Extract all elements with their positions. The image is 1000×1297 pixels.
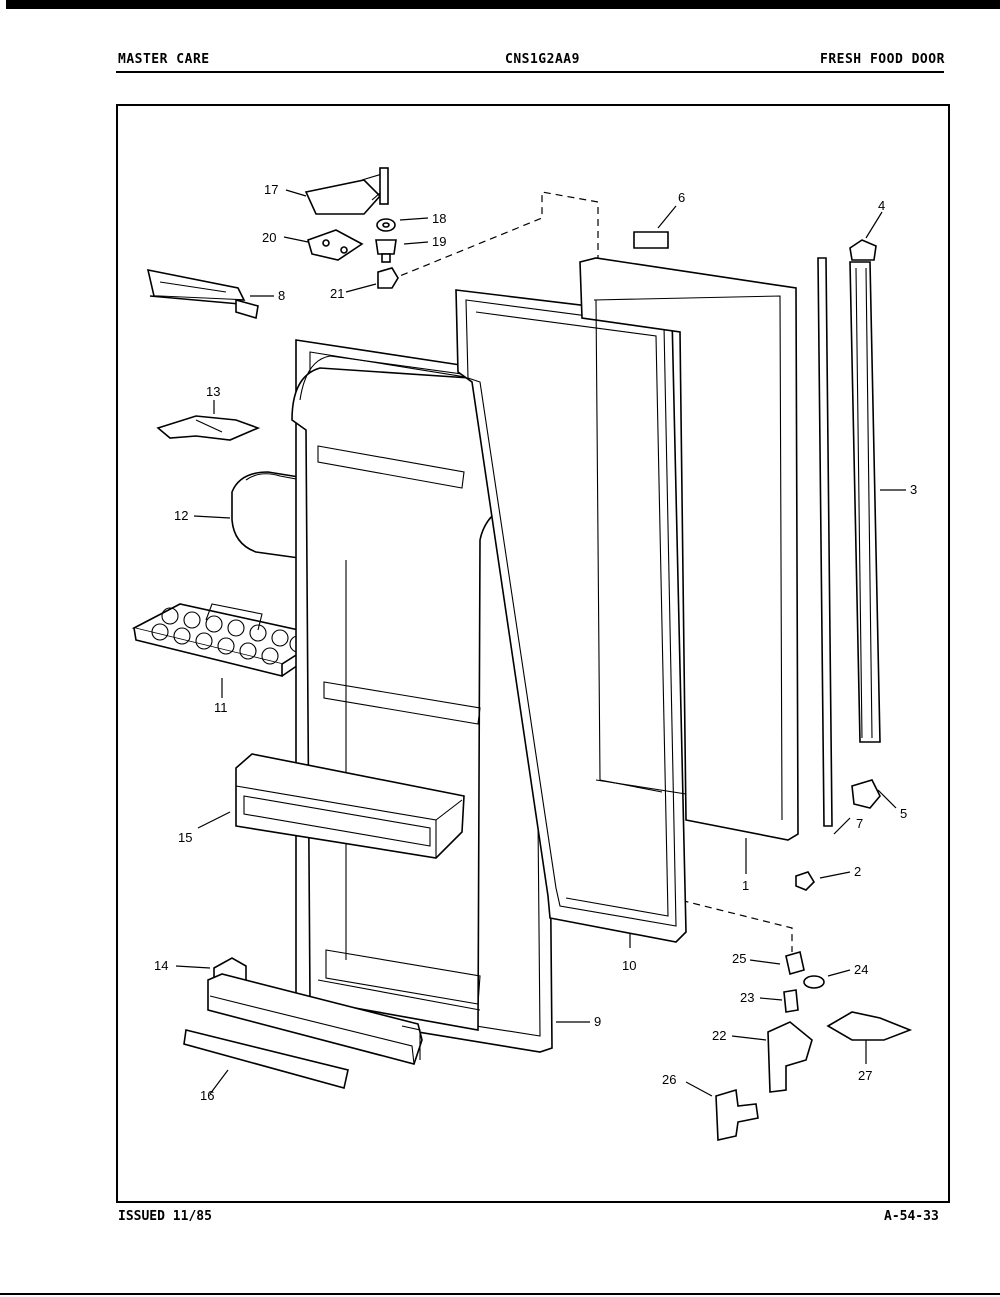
callout-24: 24 xyxy=(854,962,868,977)
callout-15: 15 xyxy=(178,830,192,845)
callout-20: 20 xyxy=(262,230,276,245)
part-18-washer xyxy=(376,218,396,232)
callout-7: 7 xyxy=(856,816,863,831)
callout-26: 26 xyxy=(662,1072,676,1087)
callout-16: 16 xyxy=(200,1088,214,1103)
part-15-door-shelf-bin xyxy=(235,753,465,859)
bottom-door-bin xyxy=(207,973,423,1065)
callout-25: 25 xyxy=(732,951,746,966)
callout-2: 2 xyxy=(854,864,861,879)
part-5-bottom-end-cap xyxy=(851,779,881,809)
part-10-door-gasket xyxy=(455,289,687,943)
callout-17: 17 xyxy=(264,182,278,197)
callout-1: 1 xyxy=(742,878,749,893)
footer-page-code: A-54-33 xyxy=(884,1209,939,1224)
part-16-bin-trim-strip xyxy=(183,1029,349,1089)
assembly-line-top xyxy=(389,191,599,281)
diagram-frame xyxy=(116,104,950,1203)
callout-23: 23 xyxy=(740,990,754,1005)
callout-10: 10 xyxy=(622,958,636,973)
callout-11: 11 xyxy=(214,700,228,715)
part-6-door-label xyxy=(633,231,669,249)
callout-27: 27 xyxy=(858,1068,872,1083)
part-8-trim-bracket xyxy=(146,268,259,320)
part-22-bottom-hinge xyxy=(767,1021,813,1093)
part-9-door-liner xyxy=(291,339,553,1053)
callout-6: 6 xyxy=(678,190,685,205)
part-25-hinge-pin-cap xyxy=(785,950,805,976)
part-2-nut xyxy=(795,871,816,891)
callout-12: 12 xyxy=(174,508,188,523)
part-11-egg-tray xyxy=(131,603,329,678)
top-border-bar xyxy=(6,0,1000,9)
part-23-bushing xyxy=(783,989,799,1013)
footer-issue-date: ISSUED 11/85 xyxy=(118,1209,212,1224)
bottom-border-rule xyxy=(0,1293,1000,1295)
callout-19: 19 xyxy=(432,234,446,249)
part-7-door-rod xyxy=(817,257,833,827)
header-rule xyxy=(116,71,944,73)
callout-4: 4 xyxy=(878,198,885,213)
part-19-bushing xyxy=(375,239,397,263)
part-4-top-end-cap xyxy=(849,239,877,261)
part-1-outer-door-panel xyxy=(579,257,799,841)
part-26-hinge-bracket xyxy=(715,1088,759,1141)
part-24-washer xyxy=(803,975,825,989)
assembly-line-bottom xyxy=(597,810,793,952)
header-section-title: FRESH FOOD DOOR xyxy=(820,52,945,67)
callout-5: 5 xyxy=(900,806,907,821)
part-27-hinge-plate xyxy=(826,1011,913,1041)
part-13-shelf-clip xyxy=(156,415,261,441)
header-model-number: CNS1G2AA9 xyxy=(505,52,580,67)
part-3-door-handle xyxy=(849,261,881,743)
part-20-hinge-plate xyxy=(307,229,364,261)
callout-3: 3 xyxy=(910,482,917,497)
callout-22: 22 xyxy=(712,1028,726,1043)
callout-18: 18 xyxy=(432,211,446,226)
callout-labels: 17 18 19 20 21 8 13 12 11 15 14 16 9 10 … xyxy=(154,182,917,1103)
callout-21: 21 xyxy=(330,286,344,301)
part-17-top-hinge xyxy=(304,167,389,215)
callout-8: 8 xyxy=(278,288,285,303)
header-brand: MASTER CARE xyxy=(118,52,210,67)
callout-13: 13 xyxy=(206,384,220,399)
callout-14: 14 xyxy=(154,958,168,973)
callout-9: 9 xyxy=(594,1014,601,1029)
part-21-nut xyxy=(377,267,399,289)
leader-lines xyxy=(175,189,906,1097)
